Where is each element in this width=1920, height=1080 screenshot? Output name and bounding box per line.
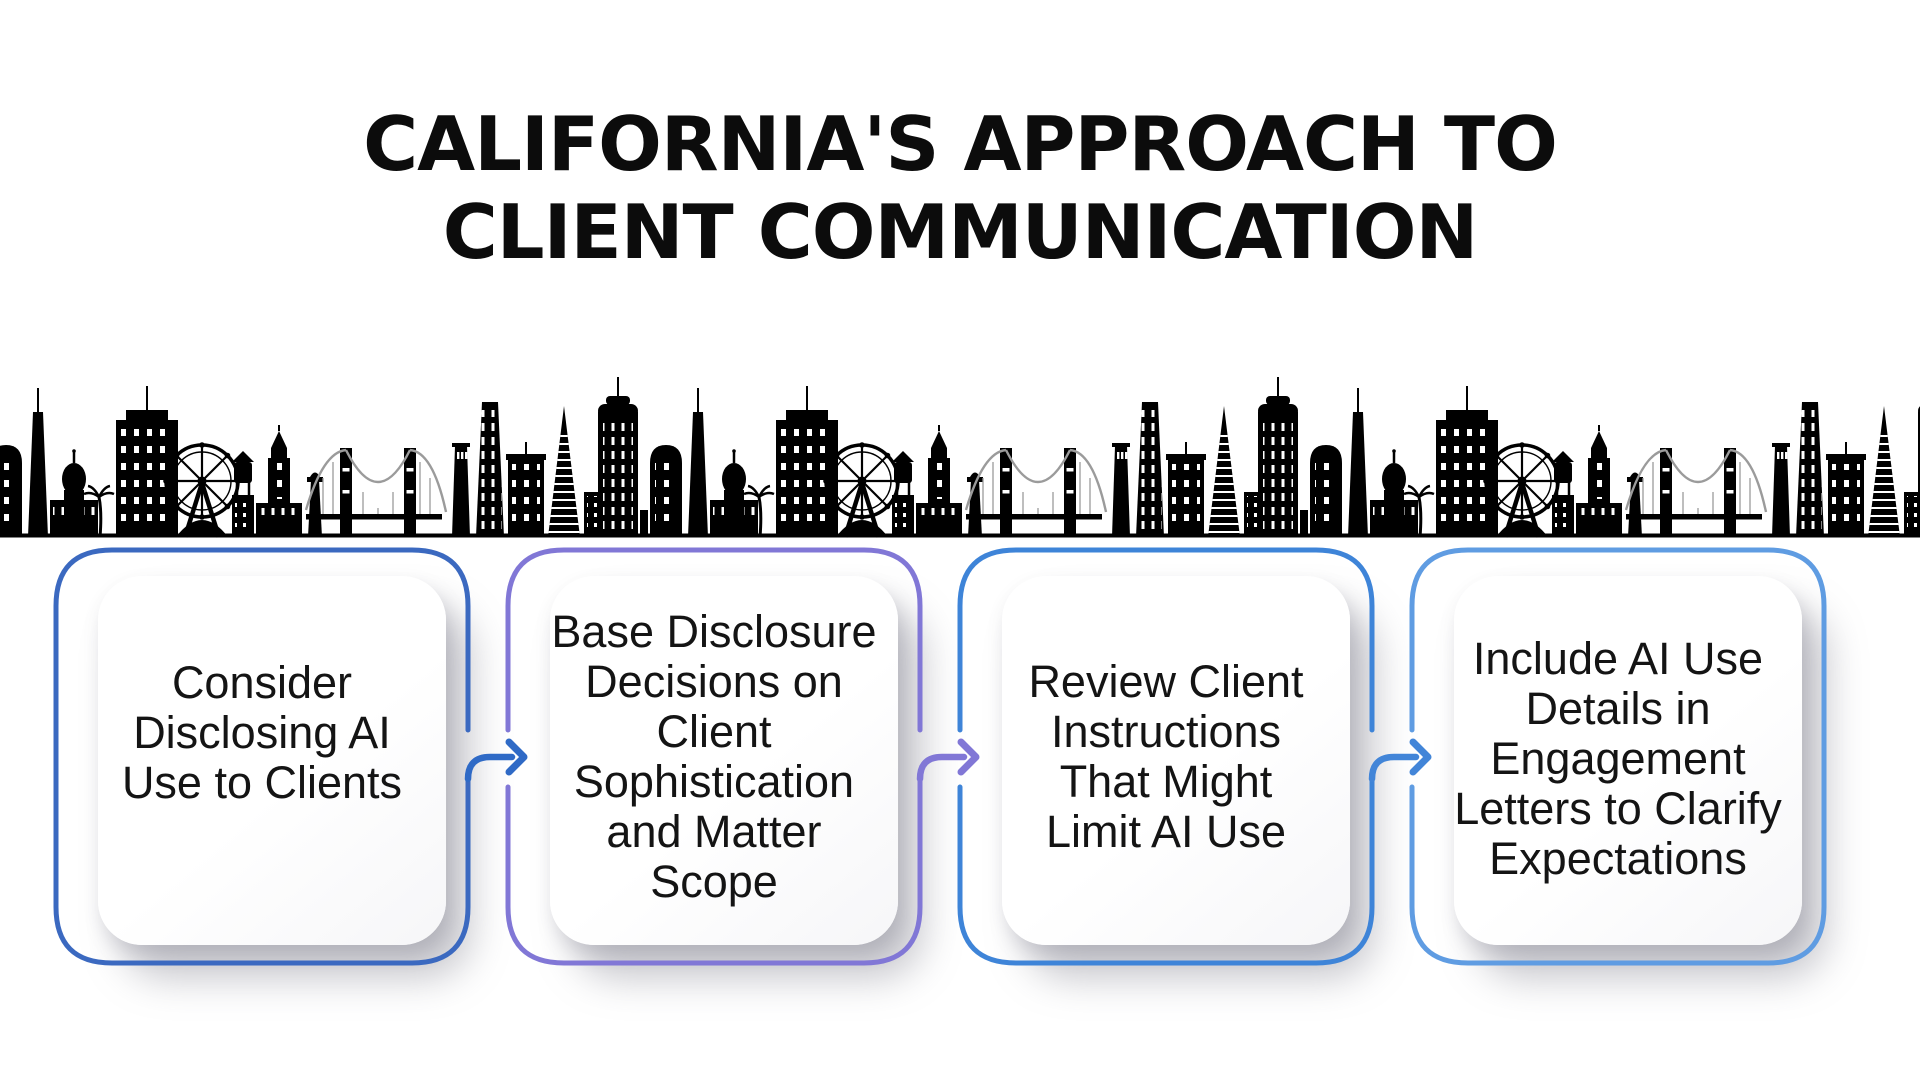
step-1-label: Consider Disclosing AI Use to Clients bbox=[121, 656, 403, 808]
step-2-label: Base Disclosure Decisions on Client Soph… bbox=[551, 605, 877, 907]
step-1-label-container: Consider Disclosing AI Use to Clients bbox=[56, 550, 468, 963]
infographic-title: CALIFORNIA'S APPROACH TO CLIENT COMMUNIC… bbox=[363, 100, 1558, 277]
step-2-label-container: Base Disclosure Decisions on Client Soph… bbox=[508, 550, 920, 963]
step-4-label-container: Include AI Use Details in Engagement Let… bbox=[1412, 550, 1824, 963]
step-3-label-container: Review Client Instructions That Might Li… bbox=[960, 550, 1372, 963]
step-3-label: Review Client Instructions That Might Li… bbox=[1028, 655, 1304, 857]
step-4-label: Include AI Use Details in Engagement Let… bbox=[1454, 632, 1782, 884]
